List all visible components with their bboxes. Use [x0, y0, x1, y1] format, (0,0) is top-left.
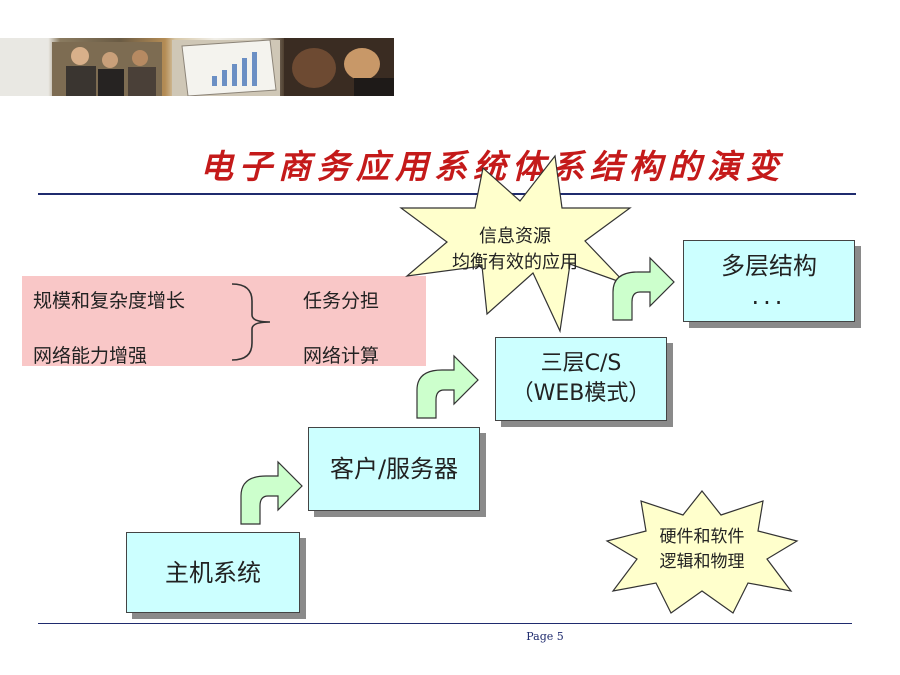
stage-multi-tier-line2: ...	[751, 282, 787, 310]
curved-up-arrow-icon	[240, 460, 303, 525]
banner-left-pad	[0, 38, 48, 96]
stage-client-server: 客户/服务器	[308, 427, 480, 511]
business-people-photo	[52, 42, 162, 96]
stage-mainframe-label: 主机系统	[165, 558, 261, 587]
factor-scale-complexity: 规模和复杂度增长	[33, 290, 186, 312]
curved-up-arrow-icon	[612, 256, 675, 321]
meeting-hands-photo	[284, 38, 394, 96]
info-resource-callout: 信息资源 均衡有效的应用	[425, 224, 605, 276]
stage-three-tier-line1: 三层C/S	[540, 351, 622, 376]
stage-multi-tier: 多层结构 ...	[683, 240, 855, 322]
stage-mainframe: 主机系统	[126, 532, 300, 613]
result-network-computing: 网络计算	[303, 345, 380, 367]
stage-three-tier: 三层C/S （WEB模式）	[495, 337, 667, 421]
page-number: Page 5	[526, 630, 564, 643]
stage-client-server-label: 客户/服务器	[329, 455, 459, 483]
logic-physical-callout: 硬件和软件 逻辑和物理	[622, 525, 782, 575]
factors-panel	[22, 276, 426, 366]
logic-callout-line2: 逻辑和物理	[659, 552, 745, 572]
stage-three-tier-line2: （WEB模式）	[511, 381, 651, 406]
header-photo-banner	[0, 38, 394, 96]
right-brace-icon	[231, 283, 271, 361]
result-task-sharing: 任务分担	[303, 290, 380, 312]
logic-physical-burst-icon	[605, 490, 799, 614]
laptop-chart-photo	[172, 40, 280, 96]
title-underline	[38, 193, 856, 195]
info-resource-burst-icon	[399, 154, 632, 334]
footer-rule	[38, 623, 852, 624]
stage-multi-tier-line1: 多层结构	[721, 252, 817, 280]
info-callout-line2: 均衡有效的应用	[452, 252, 578, 273]
factor-network-capability: 网络能力增强	[33, 345, 148, 367]
info-callout-line1: 信息资源	[479, 226, 551, 247]
logic-callout-line1: 硬件和软件	[659, 527, 745, 547]
curved-up-arrow-icon	[416, 354, 479, 419]
